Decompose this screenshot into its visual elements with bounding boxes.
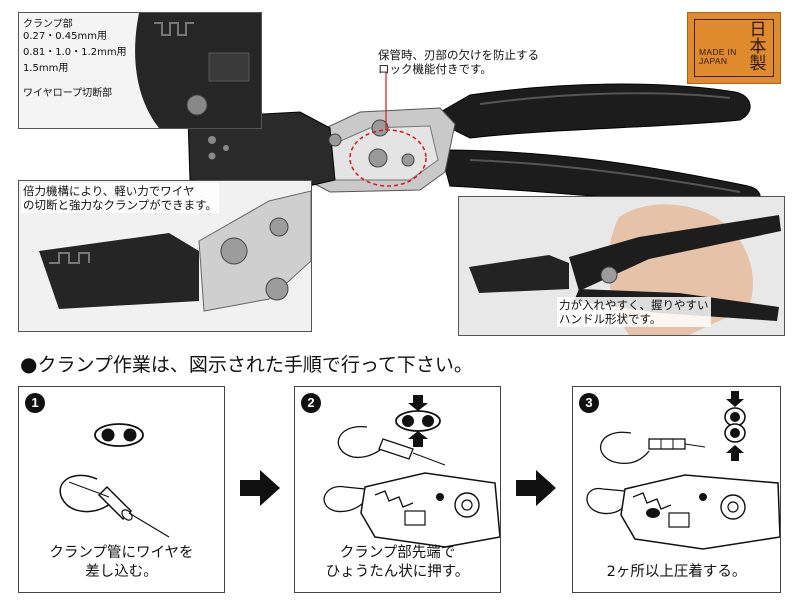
step-caption: クランプ部先端で ひょうたん状に押す。 (325, 545, 470, 580)
heading-bullet: ● (20, 352, 38, 376)
jaw-label-cutter: ワイヤロープ切断部 (23, 88, 113, 99)
step-1-illustration (59, 423, 170, 538)
step-caption: クランプ管にワイヤを 差し込む。 (49, 545, 194, 580)
leverage-callout: 倍力機構により、軽い力でワイヤ の切断と強力なクランプができます。 (21, 183, 220, 213)
jaw-label-large: 1.5mm用 (23, 63, 69, 74)
badge-made-in-text: MADE IN JAPAN (699, 47, 737, 66)
jaw-label-medium: 0.81・1.0・1.2mm用 (23, 47, 127, 58)
jaw-closeup-illustration (19, 13, 261, 128)
instruction-heading: ●クランプ作業は、図示された手順で行って下さい。 (20, 352, 473, 377)
grip-photo-inset: 力が入れやすく、握りやすい ハンドル形状です。 (458, 196, 785, 336)
lock-callout: 保管時、刃部の欠けを防止する ロック機能付きです。 (378, 48, 539, 76)
jaw-closeup-inset: クランプ部 0.27・0.45mm用 0.81・1.0・1.2mm用 1.5mm… (18, 12, 262, 129)
step-panel-2: 2 クランプ部先端で ひょうたん状に押す。 (294, 386, 501, 593)
grip-callout: 力が入れやすく、握りやすい ハンドル形状です。 (557, 297, 711, 327)
leverage-closeup-inset: 倍力機構により、軽い力でワイヤ の切断と強力なクランプができます。 (18, 180, 312, 332)
step-panel-1: 1 クランプ管にワイヤを 差し込む。 (18, 386, 225, 593)
step-number-badge: 1 (25, 393, 45, 413)
heading-text: クランプ作業は、図示された手順で行って下さい。 (37, 354, 473, 376)
flow-arrow-icon (240, 470, 280, 506)
step-2-illustration (323, 395, 500, 548)
flow-arrow-icon (516, 470, 556, 506)
made-in-japan-badge: MADE IN JAPAN 日 本 製 (687, 12, 781, 84)
badge-kanji-text: 日 本 製 (749, 20, 767, 74)
step-panel-3: 3 2ヶ所以上圧着する。 (572, 386, 781, 593)
jaw-label-small: 0.27・0.45mm用 (23, 31, 108, 42)
product-photo-area: クランプ部 0.27・0.45mm用 0.81・1.0・1.2mm用 1.5mm… (18, 12, 785, 336)
step-caption: 2ヶ所以上圧着する。 (606, 564, 747, 580)
jaw-label-clamp: クランプ部 (23, 19, 73, 30)
step-number-badge: 3 (579, 393, 599, 413)
step-3-illustration (586, 391, 780, 550)
crimper-tool-illustration (76, 29, 761, 208)
step-number-badge: 2 (301, 393, 321, 413)
